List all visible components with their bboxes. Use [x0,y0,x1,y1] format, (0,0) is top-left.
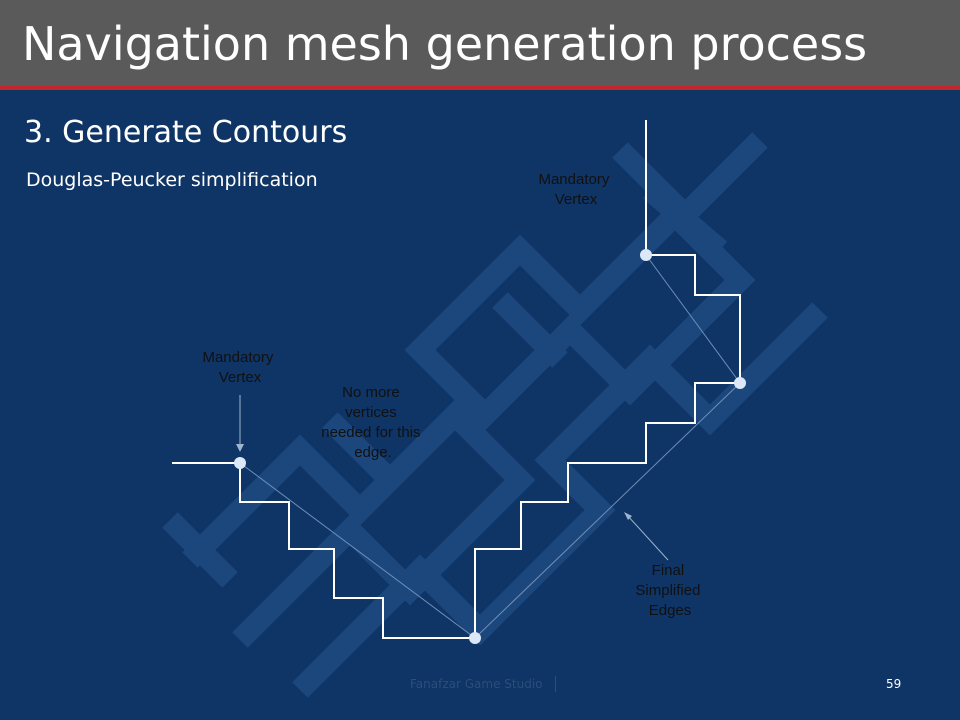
vertex-left [234,457,246,469]
title-accent-rule [0,86,960,90]
vertex-bottom [469,632,481,644]
contour-diagram: Mandatory Vertex Mandatory Vertex No mor… [162,120,828,698]
vertices [234,249,746,644]
simplified-edge [645,254,741,384]
vertex-top [640,249,652,261]
arrowheads [236,444,632,520]
section-subheading: Douglas-Peucker simplification [26,169,318,191]
watermark-logo [162,132,828,698]
footer-divider [555,676,556,692]
contour-left-stair [172,462,475,639]
svg-text:No more vertices n: No more vertices needed for this edge. [321,384,424,461]
label-left-mandatory: Mandatory [202,349,273,366]
label-top-vertex: Vertex [555,191,598,208]
vertex-right [734,377,746,389]
label-final-line1: Final [652,562,685,579]
arrow-final-edges [626,514,669,561]
svg-text:Mandatory Vertex: Mandatory Vertex [202,349,277,386]
label-mid-line2: vertices [345,404,397,421]
label-top-mandatory: Mandatory [538,171,609,188]
label-final-line2: Simplified [635,582,700,599]
arrowhead-final [624,512,632,520]
label-left-vertex: Vertex [219,369,262,386]
section-heading: 3. Generate Contours [24,115,348,150]
arrowhead-left [236,444,244,452]
svg-text:Final Simplified E: Final Simplified Edges [635,562,704,619]
arrows [239,395,669,561]
contour-outline [172,120,741,639]
title-bar [0,0,960,86]
page-number: 59 [886,677,902,691]
label-mid-line4: edge. [354,444,392,461]
svg-text:Mandatory Vertex: Mandatory Vertex [538,171,613,208]
simplified-edge [239,462,476,639]
slide-title: Navigation mesh generation process [22,17,868,71]
label-mid-line1: No more [342,384,400,401]
simplified-edges [239,254,741,639]
label-mid-line3: needed for this [321,424,420,441]
contour-upper-stair [645,120,741,383]
contour-right-stair [474,382,740,638]
label-final-line3: Edges [649,602,692,619]
footer-studio: Fanafzar Game Studio [410,677,543,691]
simplified-edge [474,382,741,639]
